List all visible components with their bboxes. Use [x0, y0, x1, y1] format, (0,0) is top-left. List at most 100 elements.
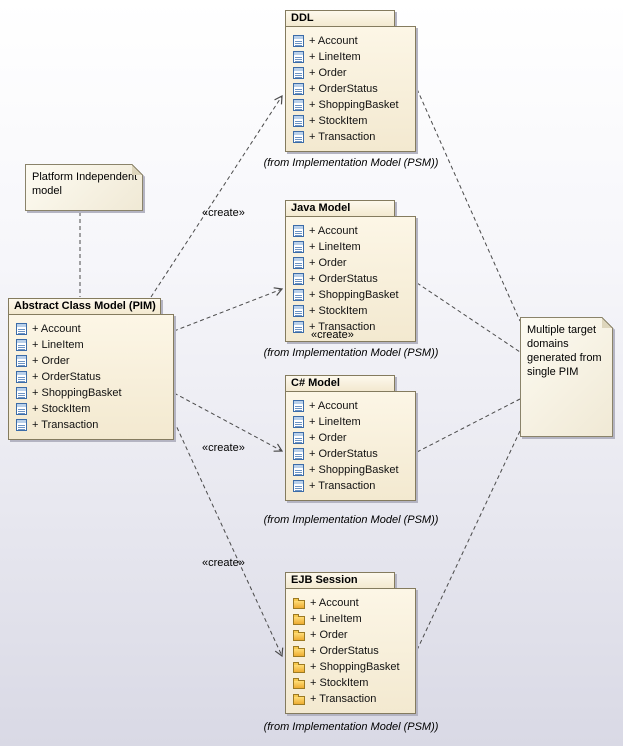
note-fold-corner: [132, 164, 143, 175]
class-icon: [293, 115, 304, 127]
class-item-label: + ShoppingBasket: [309, 99, 399, 111]
package-csharp[interactable]: C# Model + Account + LineItem + Order + …: [285, 375, 416, 501]
class-item[interactable]: + ShoppingBasket: [286, 287, 415, 303]
class-icon: [293, 257, 304, 269]
package-java-tab: Java Model: [285, 200, 395, 217]
class-icon: [293, 305, 304, 317]
class-item[interactable]: + ShoppingBasket: [9, 385, 173, 401]
note-platform-independent[interactable]: Platform Independent model: [25, 164, 143, 211]
class-item[interactable]: + StockItem: [286, 113, 415, 129]
class-item[interactable]: + Account: [9, 321, 173, 337]
session-item[interactable]: + StockItem: [286, 675, 415, 691]
class-item[interactable]: + Transaction: [9, 417, 173, 433]
create-stereotype-label: «create»: [202, 442, 245, 454]
class-item[interactable]: + Order: [286, 255, 415, 271]
package-title: EJB Session: [291, 574, 358, 586]
session-item-label: + Transaction: [310, 693, 377, 705]
create-stereotype-label: «create»: [311, 329, 354, 341]
class-item[interactable]: + OrderStatus: [286, 446, 415, 462]
class-item[interactable]: + OrderStatus: [286, 271, 415, 287]
class-item[interactable]: + Order: [286, 65, 415, 81]
package-pim-body: + Account + LineItem + Order + OrderStat…: [8, 314, 174, 440]
class-item[interactable]: + LineItem: [286, 49, 415, 65]
class-item[interactable]: + OrderStatus: [286, 81, 415, 97]
package-ddl-tab: DDL: [285, 10, 395, 27]
from-model-label: (from Implementation Model (PSM)): [263, 514, 439, 526]
class-item-label: + ShoppingBasket: [32, 387, 122, 399]
package-ddl[interactable]: DDL + Account + LineItem + Order + Order…: [285, 10, 416, 152]
package-csharp-body: + Account + LineItem + Order + OrderStat…: [285, 391, 416, 501]
class-item[interactable]: + OrderStatus: [9, 369, 173, 385]
class-icon: [293, 480, 304, 492]
folder-icon: [293, 661, 305, 673]
session-item[interactable]: + Order: [286, 627, 415, 643]
class-item-label: + LineItem: [32, 339, 84, 351]
package-ejb-body: + Account + LineItem + Order + OrderStat…: [285, 588, 416, 714]
class-item-label: + Account: [309, 225, 358, 237]
note-fold-corner: [602, 317, 613, 328]
notelink-ddl-to-note[interactable]: [416, 88, 521, 322]
package-title: C# Model: [291, 377, 340, 389]
class-icon: [293, 67, 304, 79]
class-icon: [293, 131, 304, 143]
session-item[interactable]: + OrderStatus: [286, 643, 415, 659]
package-java-body: + Account + LineItem + Order + OrderStat…: [285, 216, 416, 342]
notelink-java-to-note[interactable]: [416, 282, 521, 353]
class-item[interactable]: + StockItem: [9, 401, 173, 417]
folder-icon: [293, 629, 305, 641]
class-item[interactable]: + StockItem: [286, 303, 415, 319]
class-item-label: + Transaction: [309, 321, 376, 333]
session-item[interactable]: + ShoppingBasket: [286, 659, 415, 675]
note-text: Platform Independent model: [32, 171, 138, 197]
session-item[interactable]: + LineItem: [286, 611, 415, 627]
class-icon: [293, 83, 304, 95]
dependency-pim-to-java[interactable]: [173, 287, 284, 332]
session-item-label: + Account: [310, 597, 359, 609]
package-ejb[interactable]: EJB Session + Account + LineItem + Order…: [285, 572, 416, 714]
from-model-label: (from Implementation Model (PSM)): [263, 347, 439, 359]
class-item[interactable]: + ShoppingBasket: [286, 97, 415, 113]
class-item[interactable]: + ShoppingBasket: [286, 462, 415, 478]
class-item[interactable]: + Account: [286, 398, 415, 414]
folder-icon: [293, 597, 305, 609]
class-item-label: + Account: [32, 323, 81, 335]
session-item-label: + OrderStatus: [310, 645, 379, 657]
dependency-pim-to-ejb[interactable]: [173, 420, 284, 658]
class-item[interactable]: + LineItem: [286, 414, 415, 430]
class-item[interactable]: + Transaction: [286, 478, 415, 494]
class-item-label: + OrderStatus: [309, 448, 378, 460]
class-icon: [293, 225, 304, 237]
class-item[interactable]: + Transaction: [286, 129, 415, 145]
class-item-label: + Transaction: [309, 480, 376, 492]
session-item[interactable]: + Account: [286, 595, 415, 611]
class-icon: [16, 419, 27, 431]
class-item-label: + StockItem: [309, 115, 368, 127]
session-item-label: + StockItem: [310, 677, 369, 689]
class-item-label: + LineItem: [309, 416, 361, 428]
class-item-label: + Transaction: [32, 419, 99, 431]
class-item[interactable]: + Order: [286, 430, 415, 446]
session-item[interactable]: + Transaction: [286, 691, 415, 707]
package-java[interactable]: Java Model + Account + LineItem + Order …: [285, 200, 416, 342]
dependency-pim-to-ddl[interactable]: [150, 94, 283, 298]
folder-icon: [293, 645, 305, 657]
session-item-label: + ShoppingBasket: [310, 661, 400, 673]
class-item-label: + OrderStatus: [32, 371, 101, 383]
class-item[interactable]: + Transaction: [286, 319, 415, 335]
class-item[interactable]: + LineItem: [286, 239, 415, 255]
class-item[interactable]: + Account: [286, 223, 415, 239]
class-item-label: + ShoppingBasket: [309, 464, 399, 476]
from-model-label: (from Implementation Model (PSM)): [263, 721, 439, 733]
note-multiple-targets[interactable]: Multiple target domains generated from s…: [520, 317, 613, 437]
class-icon: [293, 35, 304, 47]
notelink-ejb-to-note[interactable]: [416, 430, 521, 651]
package-pim[interactable]: Abstract Class Model (PIM) + Account + L…: [8, 298, 174, 440]
class-item[interactable]: + Order: [9, 353, 173, 369]
notelink-csharp-to-note[interactable]: [416, 398, 521, 453]
class-item[interactable]: + LineItem: [9, 337, 173, 353]
class-item-label: + Order: [309, 67, 347, 79]
package-title: Java Model: [291, 202, 351, 214]
class-item[interactable]: + Account: [286, 33, 415, 49]
class-icon: [16, 387, 27, 399]
folder-icon: [293, 693, 305, 705]
